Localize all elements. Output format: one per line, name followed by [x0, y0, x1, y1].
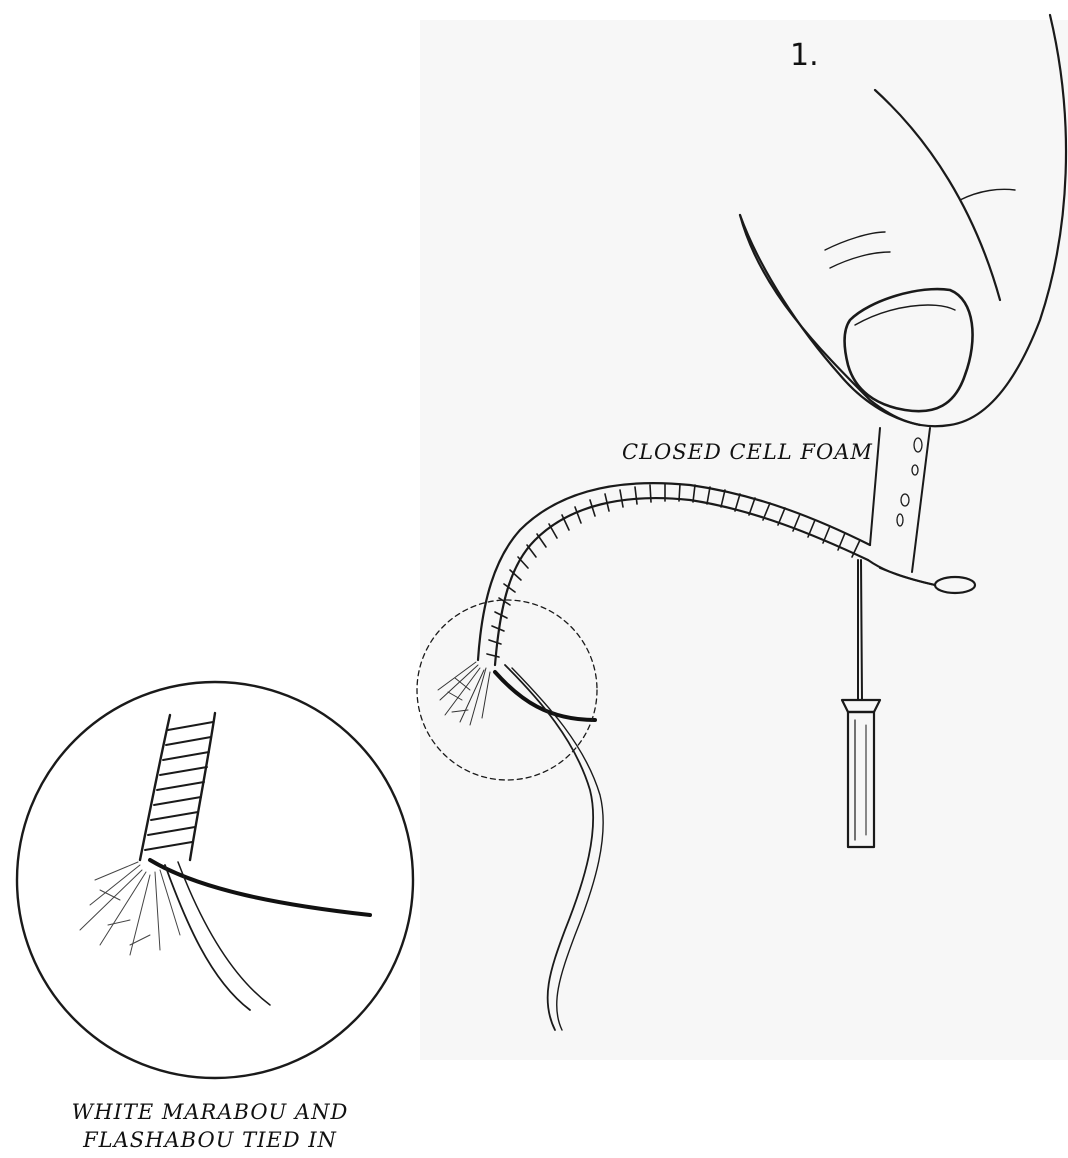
- bobbin-thread-2: [861, 560, 862, 700]
- magnified-detail: [17, 682, 413, 1078]
- marabou-label-line-1: WHITE MARABOU AND: [40, 1098, 380, 1126]
- background-wash: [420, 20, 1068, 1060]
- magnified-detail-circle: [17, 682, 413, 1078]
- marabou-label-line-2: FLASHABOU TIED IN: [40, 1126, 380, 1154]
- step-number: 1.: [790, 38, 819, 73]
- closed-cell-foam-label: CLOSED CELL FOAM: [622, 438, 873, 466]
- marabou-label: WHITE MARABOU AND FLASHABOU TIED IN: [40, 1098, 380, 1154]
